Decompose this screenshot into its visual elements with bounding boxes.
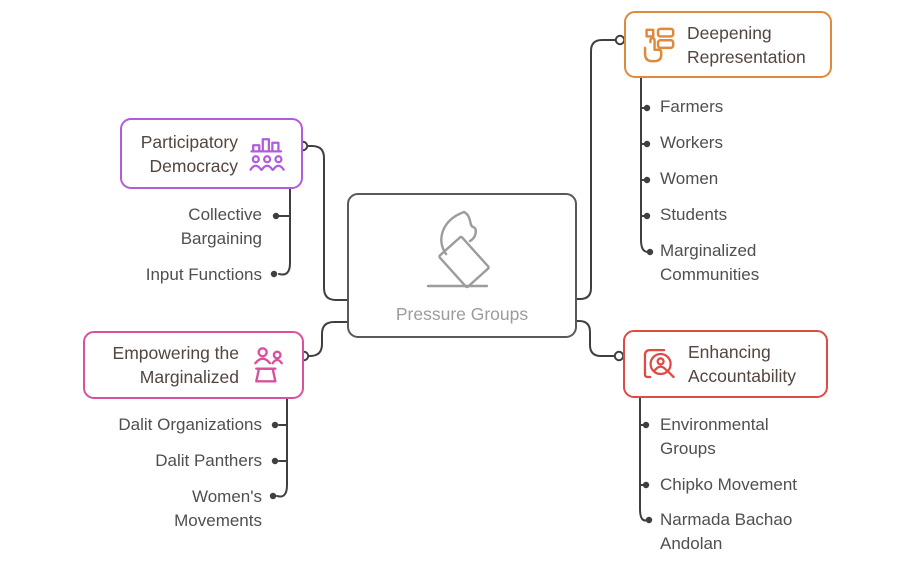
center-node-label: Pressure Groups bbox=[395, 303, 529, 324]
branch-line-participatory-children bbox=[278, 188, 291, 276]
leaf-farmers[interactable]: Farmers bbox=[660, 97, 724, 116]
leaf-dot bbox=[272, 212, 280, 220]
connector-center-to-enhancing bbox=[576, 320, 615, 357]
node-deepening-representation[interactable]: Deepening Representation bbox=[624, 11, 832, 78]
leaf-dot bbox=[646, 248, 654, 256]
node-port bbox=[614, 34, 626, 46]
node-title: Enhancing Accountability bbox=[688, 342, 796, 386]
connector-participatory-to-center bbox=[306, 145, 348, 301]
node-participatory-democracy[interactable]: Participatory Democracy bbox=[120, 118, 303, 189]
branch-line-deepening-children bbox=[640, 77, 649, 253]
people-podium-icon bbox=[249, 344, 289, 386]
leaf-dot bbox=[642, 481, 650, 489]
branch-line-empowering-children bbox=[276, 398, 288, 498]
leaf-dot bbox=[271, 421, 279, 429]
leaf-dot bbox=[643, 212, 651, 220]
connector-center-to-deepening bbox=[576, 39, 616, 300]
leaf-narmada-bachao-andolan[interactable]: Narmada Bachao Andolan bbox=[660, 510, 793, 553]
leaf-dalit-organizations[interactable]: Dalit Organizations bbox=[118, 415, 262, 434]
leaf-dot bbox=[642, 421, 650, 429]
leaf-dot bbox=[645, 516, 653, 524]
leaf-women[interactable]: Women bbox=[660, 169, 719, 188]
connector-empowering-to-center bbox=[307, 321, 348, 357]
node-title: Deepening Representation bbox=[687, 22, 806, 67]
leaf-dalit-panthers[interactable]: Dalit Panthers bbox=[155, 451, 262, 470]
node-port bbox=[613, 350, 625, 362]
node-title: Participatory Democracy bbox=[140, 131, 238, 176]
leaf-input-functions[interactable]: Input Functions bbox=[145, 265, 262, 284]
leaf-dot bbox=[271, 457, 279, 465]
ballot-box-icon bbox=[423, 207, 501, 298]
node-empowering-the-marginalized[interactable]: Empowering the Marginalized bbox=[83, 331, 304, 399]
bar-chart-people-icon bbox=[248, 135, 288, 173]
node-enhancing-accountability[interactable]: Enhancing Accountability bbox=[623, 330, 828, 398]
node-title: Empowering the Marginalized bbox=[112, 343, 239, 387]
leaf-dot bbox=[270, 270, 278, 278]
leaf-marginalized-communities[interactable]: Marginalized Communities bbox=[660, 241, 760, 284]
node-pressure-groups[interactable]: Pressure Groups bbox=[347, 193, 577, 338]
leaf-dot bbox=[643, 176, 651, 184]
leaf-womens-movements[interactable]: Women's Movements bbox=[174, 487, 262, 530]
leaf-dot bbox=[643, 140, 651, 148]
leaf-workers[interactable]: Workers bbox=[660, 133, 723, 152]
person-document-magnifier-icon bbox=[638, 343, 678, 385]
leaf-collective-bargaining[interactable]: Collective Bargaining bbox=[180, 205, 262, 248]
leaf-students[interactable]: Students bbox=[660, 205, 728, 224]
leaf-environmental-groups[interactable]: Environmental Groups bbox=[660, 415, 769, 458]
leaf-dot bbox=[643, 104, 651, 112]
leaf-dot bbox=[269, 492, 277, 500]
hand-choice-list-icon bbox=[639, 25, 677, 65]
leaf-chipko-movement[interactable]: Chipko Movement bbox=[660, 475, 798, 494]
branch-line-enhancing-children bbox=[639, 397, 649, 522]
